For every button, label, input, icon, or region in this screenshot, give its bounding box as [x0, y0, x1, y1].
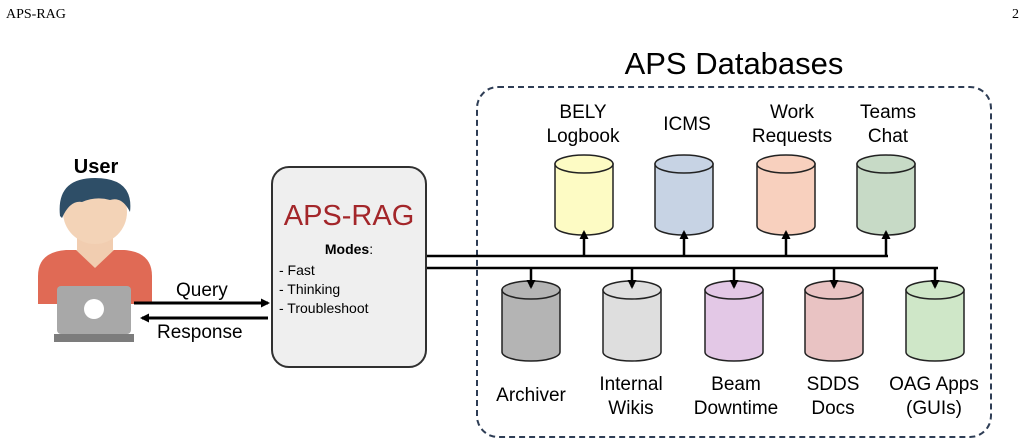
laptop-base: [54, 334, 134, 342]
databases-title: APS Databases: [624, 46, 844, 81]
user-figure-icon: [38, 178, 152, 342]
db-cylinder-bottom-1: [602, 280, 662, 362]
db-label-sdds-docs: SDDS Docs: [806, 374, 860, 419]
mode-troubleshoot: - Troubleshoot: [279, 300, 369, 316]
db-cylinder-top-3-top: [856, 154, 916, 174]
database-cylinders: [501, 154, 965, 362]
db-cylinder-bottom-0: [501, 280, 561, 362]
db-cylinder-bottom-3: [804, 280, 864, 362]
db-cylinder-bottom-4: [905, 280, 965, 362]
user-label: User: [73, 156, 119, 178]
mode-thinking: - Thinking: [279, 281, 341, 297]
modes-heading: Modes:: [271, 241, 427, 257]
running-title: APS-RAG: [6, 7, 66, 22]
databases-group-box: [476, 86, 992, 438]
db-label-bely-logbook: BELY Logbook: [546, 102, 620, 147]
mode-fast: - Fast: [279, 262, 315, 278]
db-cylinder-top-0-body: [554, 163, 614, 236]
db-cylinder-bottom-4-body: [905, 289, 965, 362]
db-label-teams-chat: Teams Chat: [860, 102, 916, 147]
db-label-oag-apps: OAG Apps (GUIs): [889, 374, 979, 419]
db-label-work-requests: Work Requests: [751, 102, 833, 147]
db-label-icms: ICMS: [663, 114, 711, 135]
db-cylinder-top-2: [756, 154, 816, 236]
db-cylinder-bottom-2-body: [704, 289, 764, 362]
db-label-internal-wikis: Internal Wikis: [599, 374, 663, 419]
modes-colon: :: [369, 241, 374, 257]
query-label: Query: [176, 280, 228, 301]
db-cylinder-bottom-2: [704, 280, 764, 362]
db-cylinder-top-1: [654, 154, 714, 236]
db-cylinder-top-3: [856, 154, 916, 236]
db-cylinder-top-0: [554, 154, 614, 236]
aps-rag-box: [271, 166, 427, 368]
laptop-logo-icon: [84, 299, 104, 319]
db-cylinder-bottom-0-body: [501, 289, 561, 362]
user-collar: [76, 250, 114, 268]
db-label-archiver: Archiver: [496, 385, 566, 406]
db-cylinder-top-3-body: [856, 163, 916, 236]
modes-label: Modes: [324, 241, 370, 257]
db-label-beam-downtime: Beam Downtime: [693, 374, 779, 419]
modes-list: - Fast - Thinking - Troubleshoot: [279, 261, 369, 318]
response-label: Response: [157, 322, 243, 343]
db-cylinder-top-2-body: [756, 163, 816, 236]
db-cylinder-top-0-top: [554, 154, 614, 174]
user-hair: [59, 178, 131, 218]
aps-rag-title: APS-RAG: [283, 200, 415, 232]
db-cylinder-top-1-top: [654, 154, 714, 174]
db-cylinder-top-2-top: [756, 154, 816, 174]
page-number: 2: [1012, 7, 1019, 22]
db-cylinder-bottom-3-body: [804, 289, 864, 362]
db-cylinder-top-1-body: [654, 163, 714, 236]
db-cylinder-bottom-1-body: [602, 289, 662, 362]
